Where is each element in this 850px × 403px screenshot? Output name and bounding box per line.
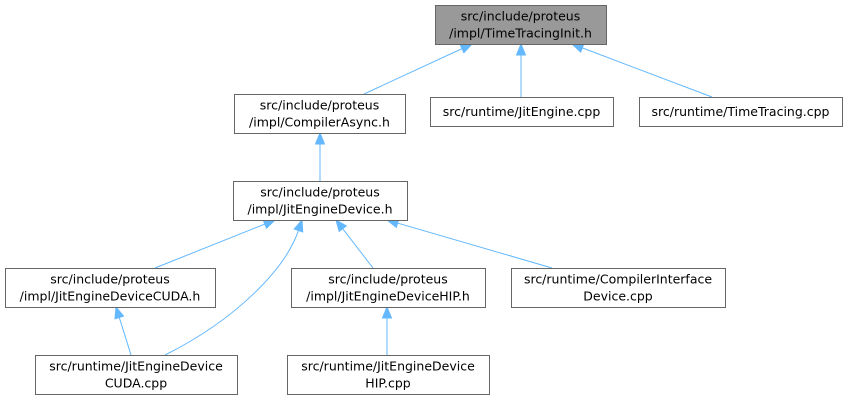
edge-arrowhead [314, 131, 326, 145]
edge-line [154, 223, 265, 269]
edge-jit_engine_device_cuda_h-to-jit_engine_device_h [154, 219, 277, 269]
node-label: src/runtime/JitEngineDevice [49, 359, 223, 374]
edge-line [342, 228, 374, 269]
edge-arrowhead [459, 43, 474, 54]
node-box[interactable] [287, 355, 490, 395]
edge-line [582, 47, 713, 98]
node-label: src/runtime/JitEngineDevice [301, 359, 475, 374]
node-label: src/include/proteus [328, 272, 447, 287]
node-box[interactable] [234, 94, 406, 134]
edge-jit_engine_device_hip_cpp-to-jit_engine_device_hip_h [381, 305, 393, 355]
edge-time_tracing_cpp-to-time_tracing_init_h [570, 43, 713, 98]
node-label: src/include/proteus [50, 272, 169, 287]
root-node-box[interactable] [435, 5, 607, 45]
node-box[interactable] [291, 268, 486, 308]
node-label: HIP.cpp [365, 376, 410, 391]
node-jit_engine_device_h[interactable]: src/include/proteus/impl/JitEngineDevice… [233, 181, 408, 221]
node-compiler_async_h[interactable]: src/include/proteus/impl/CompilerAsync.h [234, 94, 406, 134]
edge-arrowhead [293, 218, 304, 233]
node-time_tracing_cpp[interactable]: src/runtime/TimeTracing.cpp [639, 97, 843, 127]
node-jit_engine_device_cuda_h[interactable]: src/include/proteus/impl/JitEngineDevice… [5, 268, 216, 308]
node-jit_engine_cpp[interactable]: src/runtime/JitEngine.cpp [430, 97, 614, 127]
edge-compiler_interface_device_cpp-to-jit_engine_device_h [385, 218, 553, 269]
node-label: /impl/JitEngineDevice.h [247, 202, 392, 217]
edge-line [363, 48, 463, 95]
node-box[interactable] [430, 97, 614, 127]
edge-line [397, 222, 553, 269]
nodes-layer: src/include/proteus/impl/TimeTracingInit… [5, 5, 843, 395]
edge-compiler_async_h-to-time_tracing_init_h [363, 43, 474, 95]
edge-jit_engine_device_hip_h-to-jit_engine_device_h [335, 218, 374, 269]
edge-jit_engine_device_h-to-compiler_async_h [314, 131, 326, 181]
node-label: /impl/JitEngineDeviceHIP.h [306, 289, 470, 304]
edge-line [164, 230, 299, 356]
node-box[interactable] [5, 268, 216, 308]
node-box[interactable] [639, 97, 843, 127]
node-jit_engine_device_hip_h[interactable]: src/include/proteus/impl/JitEngineDevice… [291, 268, 486, 308]
edge-line [118, 317, 132, 356]
node-label: src/include/proteus [260, 185, 379, 200]
edge-jit_engine_device_cuda_cpp-to-jit_engine_device_cuda_h [114, 305, 132, 356]
node-label: /impl/JitEngineDeviceCUDA.h [20, 289, 201, 304]
node-box[interactable] [35, 355, 238, 395]
node-label: /impl/TimeTracingInit.h [449, 26, 592, 41]
node-label: src/runtime/TimeTracing.cpp [651, 104, 829, 119]
node-jit_engine_device_cuda_cpp[interactable]: src/runtime/JitEngineDeviceCUDA.cpp [35, 355, 238, 395]
node-label: src/include/proteus [260, 98, 379, 113]
node-label: /impl/CompilerAsync.h [249, 115, 390, 130]
node-time_tracing_init_h[interactable]: src/include/proteus/impl/TimeTracingInit… [435, 5, 607, 45]
edge-arrowhead [335, 218, 348, 233]
edge-arrowhead [262, 219, 277, 230]
node-label: src/runtime/JitEngine.cpp [443, 104, 601, 119]
edges-layer [114, 42, 713, 356]
node-label: src/runtime/CompilerInterface [524, 272, 712, 287]
edge-arrowhead [381, 305, 393, 319]
edge-arrowhead [515, 42, 527, 56]
node-label: src/include/proteus [461, 9, 580, 24]
node-label: Device.cpp [583, 289, 653, 304]
edge-jit_engine_cpp-to-time_tracing_init_h [515, 42, 527, 97]
edge-arrowhead [114, 305, 125, 320]
node-box[interactable] [511, 268, 726, 308]
node-label: CUDA.cpp [105, 376, 167, 391]
node-jit_engine_device_hip_cpp[interactable]: src/runtime/JitEngineDeviceHIP.cpp [287, 355, 490, 395]
node-box[interactable] [233, 181, 408, 221]
edge-jit_engine_device_cuda_cpp-to-jit_engine_device_h [164, 218, 304, 356]
